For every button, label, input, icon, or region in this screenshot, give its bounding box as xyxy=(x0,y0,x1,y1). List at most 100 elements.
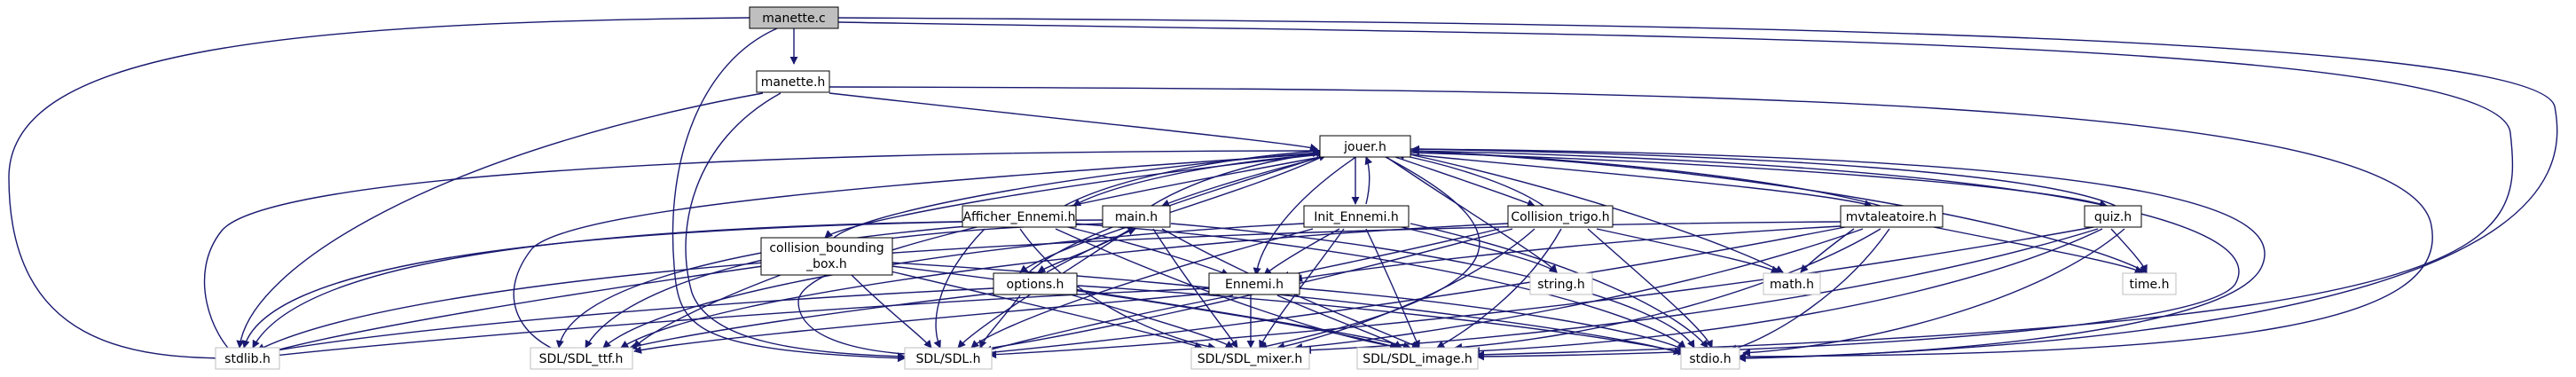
edge-init-ennemi-h-to-stdio-h xyxy=(1410,223,1708,349)
edge-main-h-to-jouer-h xyxy=(1151,149,1324,207)
edge-collision-bounding-box-h-to-sdl-ttf-h xyxy=(633,274,781,349)
node-label: Init_Ennemi.h xyxy=(1314,210,1398,224)
edge-jouer-h-to-sdl-mixer-h xyxy=(1259,155,1480,350)
edge-options-h-to-sdl-ttf-h xyxy=(629,292,999,350)
edge-mvtaleatoire-h-to-sdl-h xyxy=(984,226,1846,357)
edge-collision-trigo-h-to-sdl-ttf-h xyxy=(620,223,1509,349)
node-time-h: time.h xyxy=(2122,272,2177,295)
edge-ennemi-h-to-sdl-ttf-h xyxy=(633,292,1216,354)
edge-manette-h-to-stdio-h xyxy=(829,86,2433,361)
edge-mvtaleatoire-h-to-sdl-mixer-h xyxy=(1294,228,1864,351)
edge-jouer-h-to-stdlib-h xyxy=(203,150,1321,356)
node-options-h[interactable]: options.h xyxy=(993,272,1078,295)
edge-collision-bounding-box-h-to-sdl-h xyxy=(851,274,932,349)
edge-init-ennemi-h-to-jouer-h xyxy=(1364,156,1373,205)
node-label: SDL/SDL_image.h xyxy=(1363,352,1473,366)
edge-collision-trigo-h-to-stdio-h xyxy=(1587,228,1713,349)
edge-collision-trigo-h-to-ennemi-h xyxy=(1281,228,1500,279)
node-sdl-image-h: SDL/SDL_image.h xyxy=(1356,347,1479,370)
node-afficher-ennemi-h[interactable]: Afficher_Ennemi.h xyxy=(962,205,1077,228)
edge-jouer-h-to-collision-trigo-h xyxy=(1392,155,1535,208)
edge-jouer-h-to-collision-bounding-box-h xyxy=(824,153,1323,239)
node-label: math.h xyxy=(1770,278,1814,292)
edge-collision-bounding-box-h-to-sdl-image-h xyxy=(891,265,1398,350)
node-main-h[interactable]: main.h xyxy=(1102,205,1171,228)
edge-ennemi-h-to-sdl-image-h xyxy=(1276,295,1402,349)
edge-ennemi-h-to-stdlib-h xyxy=(265,287,1212,360)
node-label: manette.c xyxy=(762,12,825,26)
node-label-line-2: _box.h xyxy=(805,257,847,271)
edge-collision-bounding-box-h-to-stdlib-h xyxy=(265,265,764,356)
edge-jouer-h-to-sdl-image-h xyxy=(1410,150,2240,361)
edge-jouer-h-to-ennemi-h xyxy=(1253,155,1358,276)
node-manette-h[interactable]: manette.h xyxy=(756,70,830,93)
edge-manette-c-to-sdl-image-h xyxy=(837,21,2514,359)
node-jouer-h[interactable]: jouer.h xyxy=(1319,135,1411,158)
node-label: stdlib.h xyxy=(224,352,271,366)
edge-afficher-ennemi-h-to-stdlib-h xyxy=(241,221,963,349)
node-label: time.h xyxy=(2130,278,2170,292)
edge-main-h-to-options-h xyxy=(1037,228,1132,273)
edge-afficher-ennemi-h-to-sdl-h xyxy=(933,228,986,349)
node-label: SDL/SDL_mixer.h xyxy=(1198,352,1302,366)
edge-ennemi-h-to-sdl-h xyxy=(984,295,1234,354)
edge-quiz-h-to-jouer-h xyxy=(1411,145,2117,207)
edge-jouer-h-to-quiz-h xyxy=(1410,152,2108,208)
node-math-h: math.h xyxy=(1763,272,1821,295)
edge-collision-trigo-h-to-sdl-h xyxy=(975,228,1513,354)
edge-init-ennemi-h-to-string-h xyxy=(1401,226,1558,273)
edge-jouer-h-to-sdl-h xyxy=(797,154,1331,359)
edge-quiz-h-to-sdl-image-h xyxy=(1472,228,2103,356)
edge-jouer-h-to-mvtaleatoire-h xyxy=(1410,153,1873,208)
edge-mvtaleatoire-h-to-sdl-image-h xyxy=(1454,228,1881,351)
edge-jouer-h-to-string-h xyxy=(1383,154,1558,273)
node-quiz-h[interactable]: quiz.h xyxy=(2084,205,2142,228)
node-sdl-ttf-h: SDL/SDL_ttf.h xyxy=(530,347,633,370)
node-label: jouer.h xyxy=(1343,140,1386,154)
edge-afficher-ennemi-h-to-jouer-h xyxy=(1064,147,1321,207)
node-label: Ennemi.h xyxy=(1225,278,1284,292)
edge-manette-h-to-sdl-h xyxy=(685,92,906,361)
node-collision-bounding-box-h[interactable]: collision_bounding _box.h xyxy=(760,237,893,276)
node-manette-c[interactable]: manette.c xyxy=(749,6,839,29)
node-label: stdio.h xyxy=(1689,352,1731,366)
edge-quiz-h-to-stdio-h xyxy=(1742,228,2125,357)
edge-manette-c-to-stdlib-h xyxy=(8,17,750,363)
edge-main-h-to-sdl-image-h xyxy=(1161,228,1420,349)
edge-options-h-to-main-h xyxy=(1046,227,1136,273)
node-sdl-mixer-h: SDL/SDL_mixer.h xyxy=(1190,347,1310,370)
node-collision-trigo-h[interactable]: Collision_trigo.h xyxy=(1507,205,1614,228)
edge-collision-bounding-box-h-to-sdl-mixer-h xyxy=(886,270,1203,350)
edge-mvtaleatoire-h-to-ennemi-h xyxy=(1294,225,1842,283)
node-label: SDL/SDL_ttf.h xyxy=(539,352,624,366)
node-string-h: string.h xyxy=(1529,272,1593,295)
edge-options-h-to-stdio-h xyxy=(1077,285,1686,356)
edge-afficher-ennemi-h-to-sdl-ttf-h xyxy=(555,225,968,349)
node-mvtaleatoire-h[interactable]: mvtaleatoire.h xyxy=(1840,205,1944,228)
edge-main-h-to-stdlib-h xyxy=(252,219,1114,349)
edge-manette-c-to-stdio-h xyxy=(833,17,2558,363)
edge-options-h-to-stdlib-h xyxy=(261,287,994,356)
node-label: main.h xyxy=(1115,210,1158,224)
edge-mvtaleatoire-h-to-stdio-h xyxy=(1729,228,1890,352)
edges xyxy=(8,17,2558,363)
node-label: mvtaleatoire.h xyxy=(1846,210,1936,224)
node-stdio-h: stdio.h xyxy=(1680,347,1740,370)
edge-manette-h-to-stdlib-h xyxy=(236,92,764,349)
node-ennemi-h[interactable]: Ennemi.h xyxy=(1208,272,1300,295)
edge-options-h-to-sdl-h xyxy=(978,295,1021,349)
edge-options-h-to-sdl-mixer-h xyxy=(1064,292,1234,349)
edge-quiz-h-to-sdl-h xyxy=(988,226,2094,359)
edge-jouer-h-to-sdl-ttf-h xyxy=(513,153,1323,357)
edge-quiz-h-to-time-h xyxy=(2110,228,2148,273)
node-label: Afficher_Ennemi.h xyxy=(962,210,1075,224)
edge-mvtaleatoire-h-to-time-h xyxy=(1933,226,2143,273)
node-label-line-1: collision_bounding xyxy=(769,241,884,255)
edge-collision-trigo-h-to-jouer-h xyxy=(1396,152,1544,207)
node-label: SDL/SDL.h xyxy=(916,352,981,366)
edge-jouer-h-to-afficher-ennemi-h xyxy=(1072,153,1323,207)
edge-manette-c-to-sdl-h xyxy=(671,27,906,363)
node-init-ennemi-h[interactable]: Init_Ennemi.h xyxy=(1303,205,1410,228)
edge-jouer-h-to-time-h xyxy=(1410,150,2148,273)
